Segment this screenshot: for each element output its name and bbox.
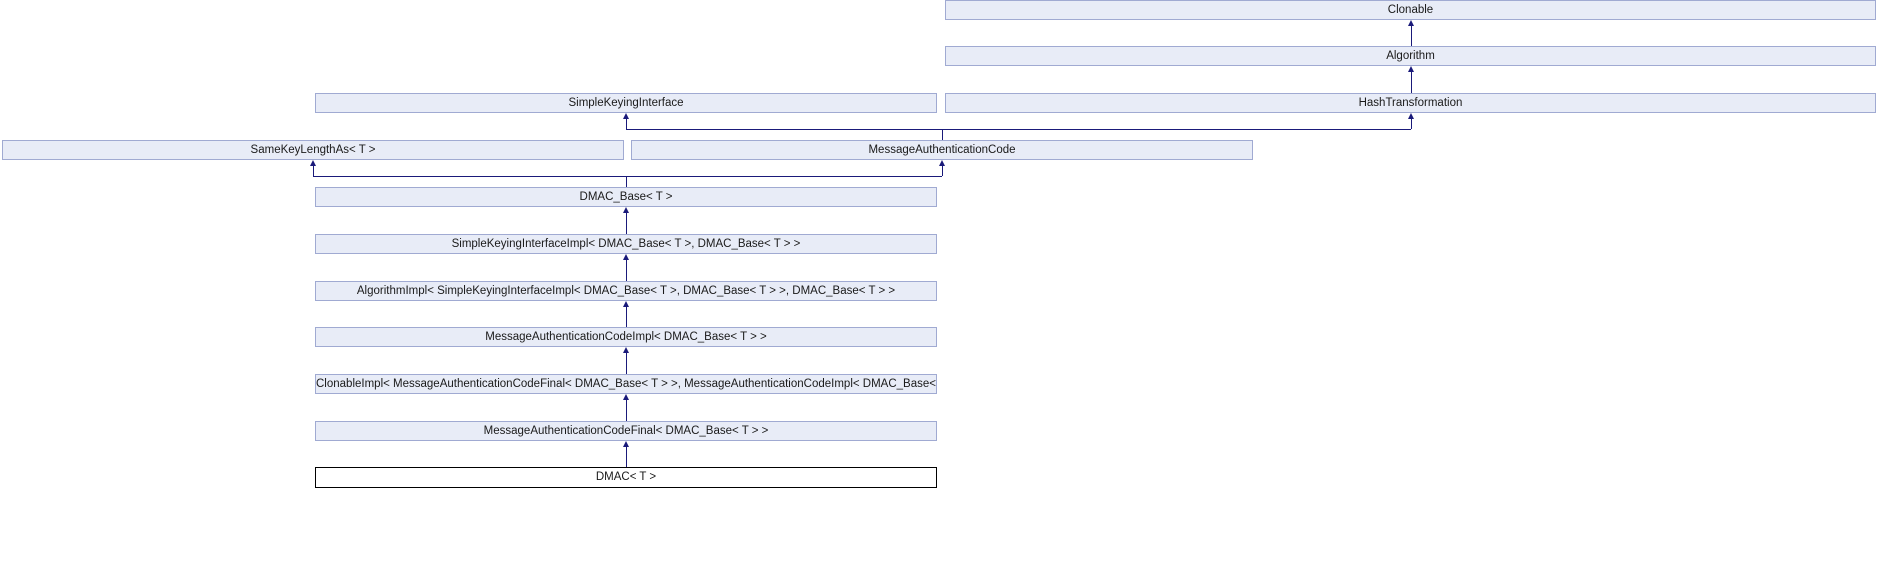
inheritance-edge-algorithm-impl-to-simple-keying-interface-impl-arrowhead: [622, 254, 629, 260]
inheritance-edge-message-authentication-code-to-hash-transformation-arrowhead: [1407, 113, 1414, 119]
inheritance-edge-clonable-impl-to-message-authentication-code-impl: [626, 353, 627, 374]
class-node-simple-keying-interface-impl[interactable]: SimpleKeyingInterfaceImpl< DMAC_Base< T …: [315, 234, 937, 254]
inheritance-edge-message-authentication-code-to-simple-keying-interface-arrowhead: [622, 113, 629, 119]
class-node-algorithm-impl[interactable]: AlgorithmImpl< SimpleKeyingInterfaceImpl…: [315, 281, 937, 301]
class-node-clonable[interactable]: Clonable: [945, 0, 1876, 20]
class-node-same-key-length-as[interactable]: SameKeyLengthAs< T >: [2, 140, 624, 160]
class-node-clonable-impl[interactable]: ClonableImpl< MessageAuthenticationCodeF…: [315, 374, 937, 394]
class-node-message-authentication-code-final[interactable]: MessageAuthenticationCodeFinal< DMAC_Bas…: [315, 421, 937, 441]
inheritance-edge-dmac-base-to-same-key-length-as-horiz: [313, 176, 626, 177]
inheritance-edge-message-authentication-code-to-hash-transformation-horiz: [942, 129, 1411, 130]
inheritance-edge-clonable-impl-to-message-authentication-code-impl-arrowhead: [622, 347, 629, 353]
class-node-message-authentication-code-impl[interactable]: MessageAuthenticationCodeImpl< DMAC_Base…: [315, 327, 937, 347]
class-node-dmac[interactable]: DMAC< T >: [315, 467, 937, 488]
inheritance-edge-algorithm-to-clonable: [1411, 26, 1412, 46]
inheritance-edge-simple-keying-interface-impl-to-dmac-base-arrowhead: [622, 207, 629, 213]
inheritance-edge-message-authentication-code-impl-to-algorithm-impl: [626, 307, 627, 327]
inheritance-edge-message-authentication-code-final-to-clonable-impl: [626, 400, 627, 421]
inheritance-edge-dmac-base-to-same-key-length-as-stub: [313, 166, 314, 176]
inheritance-edge-dmac-base-to-same-key-length-as-arrowhead: [309, 160, 316, 166]
inheritance-edge-message-authentication-code-to-simple-keying-interface-stub: [626, 119, 627, 129]
inheritance-edge-algorithm-impl-to-simple-keying-interface-impl: [626, 260, 627, 281]
inheritance-edge-algorithm-to-clonable-arrowhead: [1407, 20, 1414, 26]
inheritance-edge-message-authentication-code-to-hash-transformation-stub: [1411, 119, 1412, 129]
inheritance-edge-hash-transformation-to-algorithm-arrowhead: [1407, 66, 1414, 72]
inheritance-edge-dmac-base-to-message-authentication-code-stub: [942, 166, 943, 176]
inheritance-edge-dmac-to-message-authentication-code-final-arrowhead: [622, 441, 629, 447]
class-node-simple-keying-interface[interactable]: SimpleKeyingInterface: [315, 93, 937, 113]
inheritance-edge-simple-keying-interface-impl-to-dmac-base: [626, 213, 627, 234]
inheritance-edge-message-authentication-code-to-simple-keying-interface-horiz: [626, 129, 942, 130]
inheritance-edge-message-authentication-code-to-hash-transformation-drop: [942, 129, 943, 140]
inheritance-edge-dmac-base-to-message-authentication-code-drop: [626, 176, 627, 187]
class-node-algorithm[interactable]: Algorithm: [945, 46, 1876, 66]
inheritance-edge-dmac-to-message-authentication-code-final: [626, 447, 627, 467]
class-node-message-authentication-code[interactable]: MessageAuthenticationCode: [631, 140, 1253, 160]
inheritance-edge-hash-transformation-to-algorithm: [1411, 72, 1412, 93]
class-node-hash-transformation[interactable]: HashTransformation: [945, 93, 1876, 113]
class-node-dmac-base[interactable]: DMAC_Base< T >: [315, 187, 937, 207]
inheritance-edge-dmac-base-to-message-authentication-code-horiz: [626, 176, 942, 177]
inheritance-edge-dmac-base-to-message-authentication-code-arrowhead: [938, 160, 945, 166]
inheritance-edge-message-authentication-code-impl-to-algorithm-impl-arrowhead: [622, 301, 629, 307]
inheritance-edge-message-authentication-code-final-to-clonable-impl-arrowhead: [622, 394, 629, 400]
